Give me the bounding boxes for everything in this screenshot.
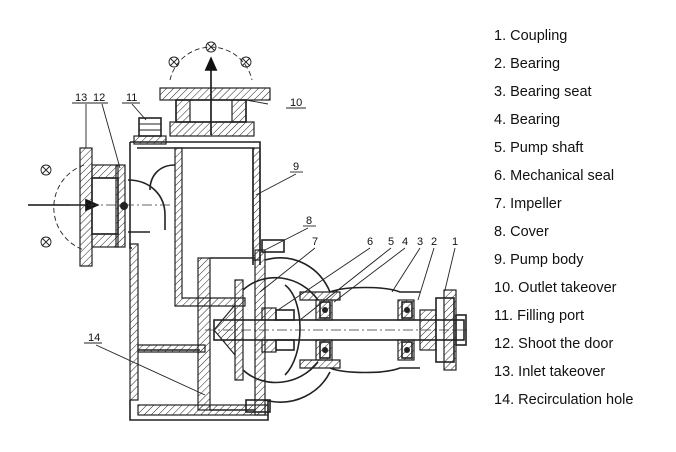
outlet-takeover [159,87,271,137]
legend-item-filling-port: 11. Filling port [494,308,584,324]
inlet-flange-outline [40,164,85,251]
callout-13: 13 [75,92,87,104]
callout-2: 2 [431,236,437,248]
callout-7: 7 [312,236,318,248]
callout-12: 12 [93,92,105,104]
callout-1: 1 [452,236,458,248]
callout-6: 6 [367,236,373,248]
legend-item-inlet-takeover: 13. Inlet takeover [494,364,606,380]
callout-4: 4 [402,236,408,248]
legend-item-cover: 8. Cover [494,224,549,240]
legend-item-outlet-takeover: 10. Outlet takeover [494,280,617,296]
legend-item-shoot-the-door: 12. Shoot the door [494,336,614,352]
callout-9: 9 [293,161,299,173]
legend-item-bearing-seat: 3. Bearing seat [494,84,592,100]
callout-5: 5 [388,236,394,248]
callout-3: 3 [417,236,423,248]
check-valve-door [115,164,128,248]
legend-item-bearing-2: 4. Bearing [494,112,561,128]
outlet-flange-outline [168,41,253,81]
legend-item-impeller: 7. Impeller [494,196,562,212]
mechanical-seal [261,307,295,353]
legend-item-recirculation-hole: 14. Recirculation hole [494,392,634,408]
callout-underlines [72,102,316,344]
parts-legend: 1. Coupling 2. Bearing 3. Bearing seat 4… [494,27,633,419]
callout-8: 8 [306,215,312,227]
pump-cover [197,239,285,416]
legend-item-bearing: 2. Bearing [494,56,561,72]
callout-10: 10 [290,97,302,109]
coupling [419,289,467,371]
callout-11: 11 [126,92,137,104]
legend-item-coupling: 1. Coupling [494,28,568,44]
bearings [319,301,413,359]
filling-port [133,117,167,145]
callout-14: 14 [88,332,100,344]
legend-item-mechanical-seal: 6. Mechanical seal [494,168,615,184]
legend-item-pump-shaft: 5. Pump shaft [494,140,584,156]
callout-leaders [85,99,456,396]
legend-item-pump-body: 9. Pump body [494,252,584,268]
inlet-takeover [70,147,170,267]
